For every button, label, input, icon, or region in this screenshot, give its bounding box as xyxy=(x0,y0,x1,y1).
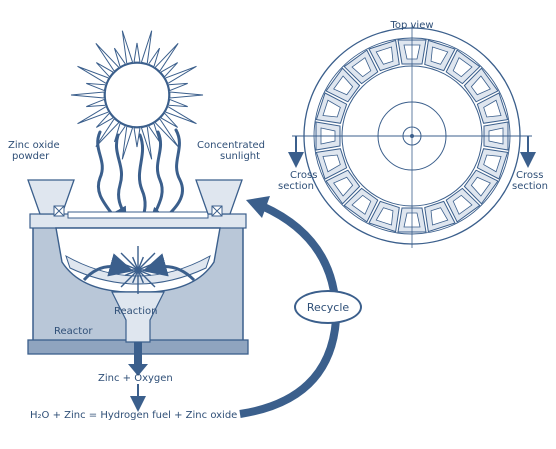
sun-ray xyxy=(167,98,188,108)
reactor-module xyxy=(368,200,400,233)
sun-icon xyxy=(70,30,204,160)
recycle-label: Recycle xyxy=(294,290,362,324)
cross-section-right-label-line2: section xyxy=(512,181,549,192)
sun-ray xyxy=(77,105,110,125)
sun-ray xyxy=(147,47,161,68)
zinc-oxide-hopper-left xyxy=(27,179,75,217)
sun-ray xyxy=(154,43,179,72)
cross-section-right-label-line1: Cross xyxy=(516,170,544,181)
reactor-module xyxy=(463,169,499,205)
reactor-module xyxy=(315,148,348,180)
sun-ray xyxy=(167,82,188,92)
sun-ray xyxy=(86,98,107,108)
sun-ray xyxy=(95,118,120,147)
sun-ray xyxy=(169,91,204,99)
top-view-diagram xyxy=(288,24,536,248)
reactor-module xyxy=(325,67,361,103)
burst-ray xyxy=(131,269,139,284)
reactor-module xyxy=(315,92,348,124)
sun-ray xyxy=(121,125,134,160)
reactor-module xyxy=(424,200,456,233)
output-arrowhead xyxy=(128,364,148,376)
top-view-label: Top view xyxy=(390,20,434,31)
sun-ray xyxy=(70,91,105,99)
reactor-module xyxy=(343,49,379,85)
sun-ray xyxy=(160,62,179,78)
sun-ray xyxy=(140,125,153,160)
zinc-oxide-label-line1: Zinc oxide xyxy=(8,140,60,151)
concentrated-sunlight-label-line1: Concentrated xyxy=(197,140,266,151)
cross-section-left-label-line2: section xyxy=(278,181,315,192)
equation-label: H₂O + Zinc = Hydrogen fuel + Zinc oxide xyxy=(30,410,238,421)
sun-ray xyxy=(140,30,153,65)
sun-ray xyxy=(95,112,114,128)
sun-ray xyxy=(154,118,179,147)
sun-ray xyxy=(164,65,197,85)
sun-ray xyxy=(164,105,197,125)
reaction-label: Reaction xyxy=(114,306,158,317)
sun-ray xyxy=(77,65,110,85)
reactor-label: Reactor xyxy=(54,326,93,337)
burst-ray xyxy=(137,269,145,284)
reactor-module xyxy=(476,92,509,124)
sun-ray xyxy=(95,43,120,72)
reactor-module xyxy=(343,187,379,223)
reactor-module xyxy=(476,148,509,180)
burst-ray xyxy=(120,269,139,288)
reactor-module xyxy=(368,39,400,72)
reactor-module xyxy=(424,39,456,72)
recycle-arrowhead xyxy=(246,196,270,218)
sun-ray xyxy=(113,47,127,68)
zinc-oxide-hopper-right xyxy=(195,179,243,217)
sun-ray xyxy=(121,30,134,65)
burst-ray xyxy=(137,269,156,288)
reactor-module xyxy=(463,67,499,103)
reactor-module xyxy=(445,187,481,223)
sun-ray xyxy=(133,127,141,148)
concentrated-sunlight-label-line2: sunlight xyxy=(220,151,261,162)
sun-ray xyxy=(133,42,141,63)
reactor-flow-arrows xyxy=(82,253,196,282)
cross-section-left-label-line1: Cross xyxy=(290,170,318,181)
reactor-module xyxy=(325,169,361,205)
reactor-module xyxy=(445,49,481,85)
zinc-oxide-label-line2: powder xyxy=(12,151,50,162)
sun-ray xyxy=(95,62,114,78)
reaction-burst xyxy=(114,246,162,294)
sun-ray xyxy=(86,82,107,92)
zinc-oxygen-label: Zinc + Oxygen xyxy=(98,373,173,384)
sun-ray xyxy=(160,112,179,128)
